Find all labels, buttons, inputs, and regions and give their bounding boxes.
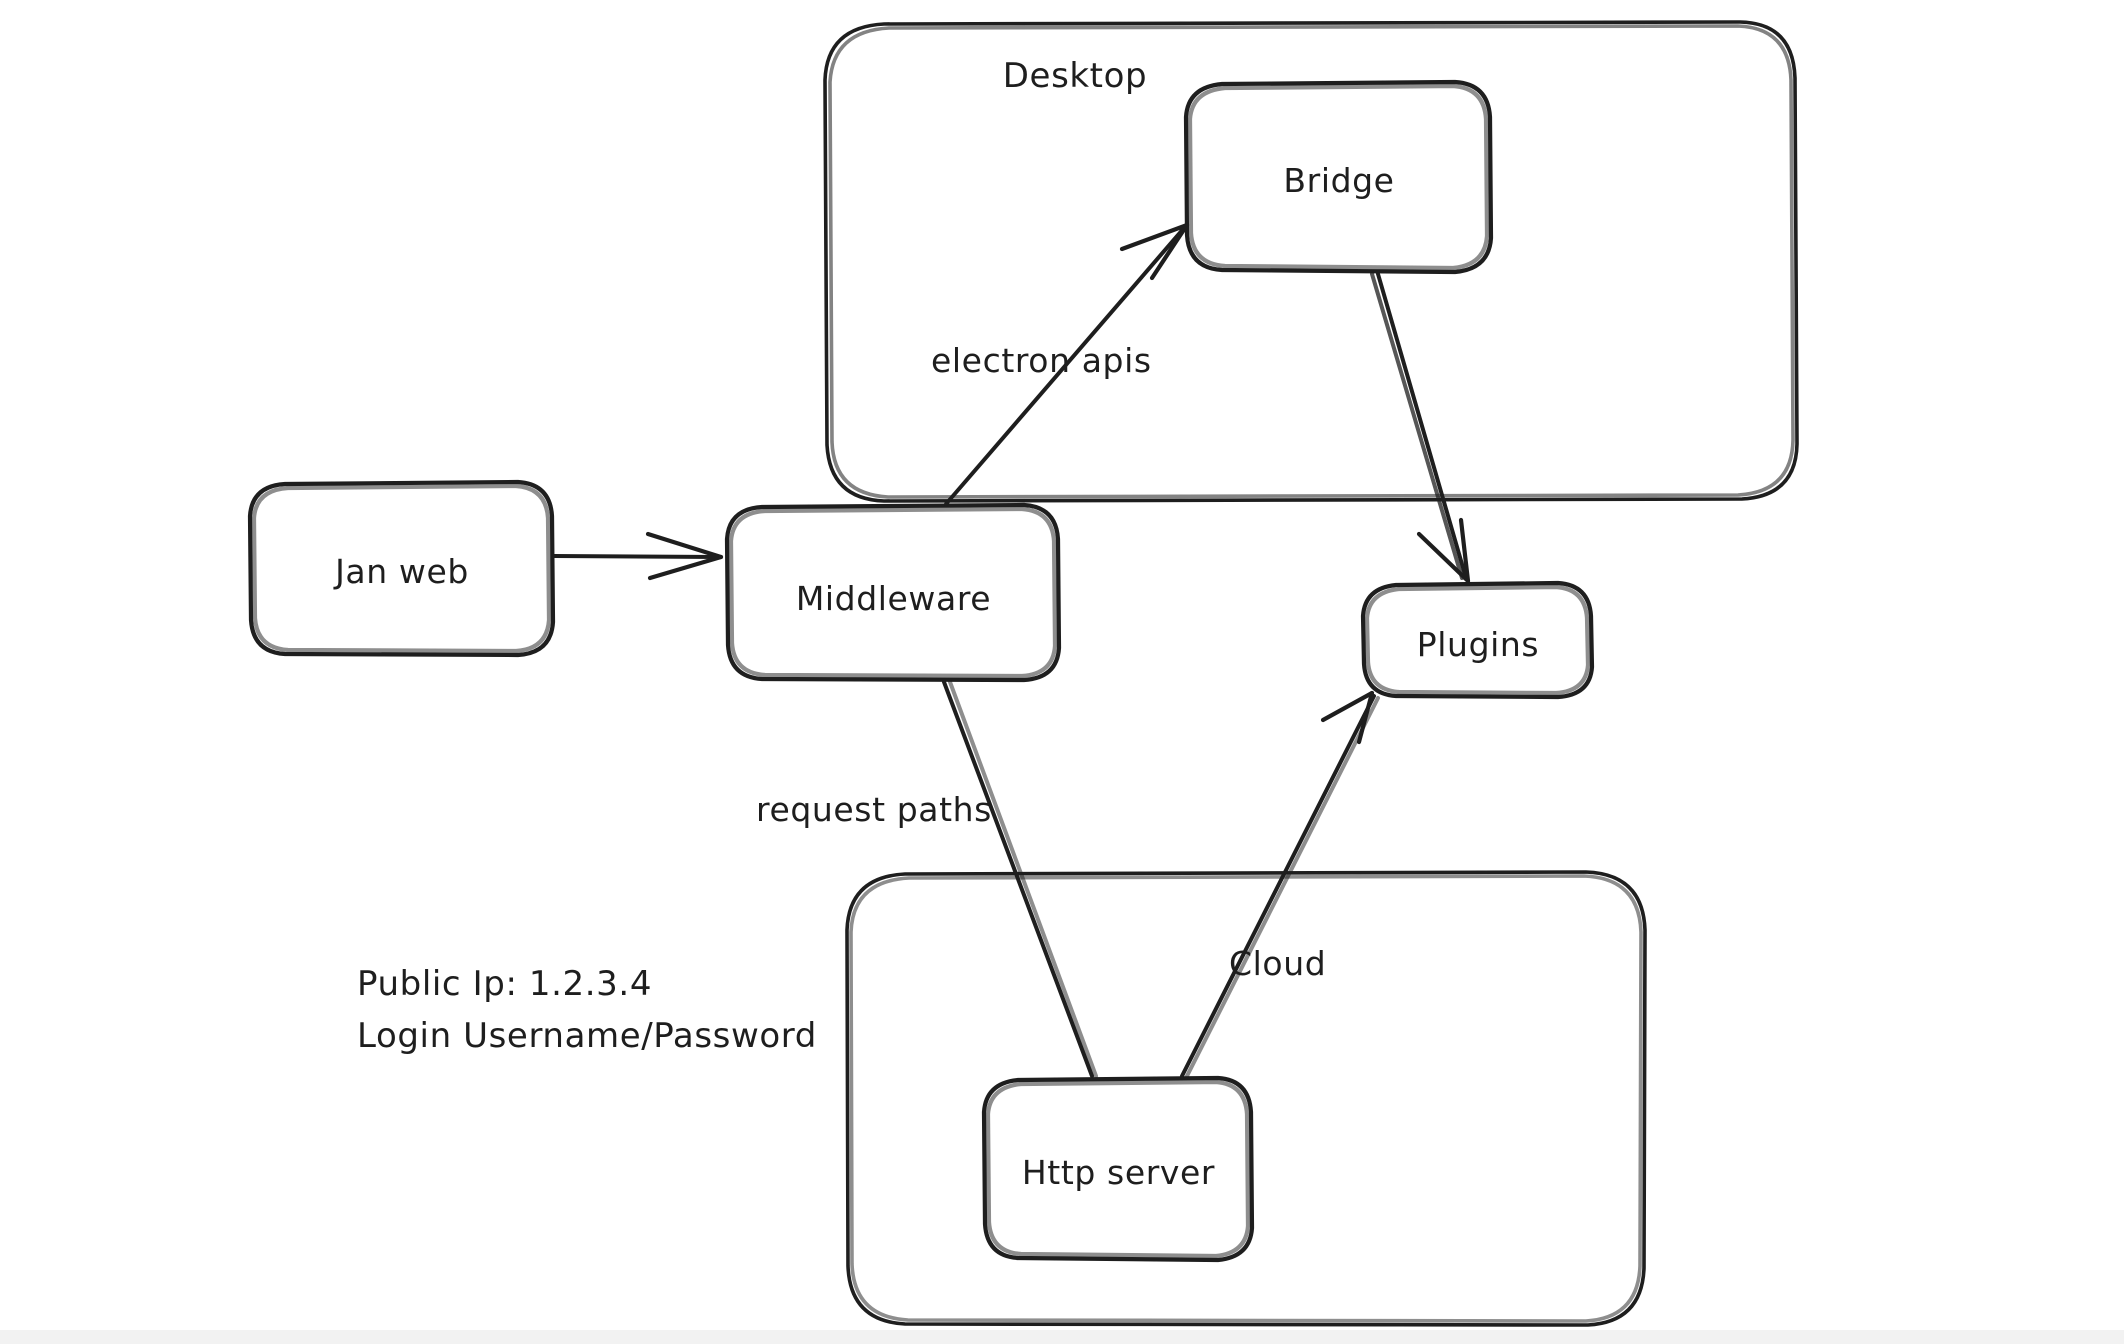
edge-bridge-to-plugins: [1370, 272, 1471, 584]
node-http-server-outline: [981, 1075, 1255, 1263]
node-label-middleware: Middleware: [795, 579, 992, 618]
edge-label-electron-apis: electron apis: [931, 341, 1152, 380]
node-label-http-server: Http server: [1021, 1153, 1216, 1192]
node-plugins-outline: [1360, 580, 1595, 700]
node-label-plugins: Plugins: [1416, 625, 1540, 664]
node-label-jan-web: Jan web: [335, 552, 469, 591]
edge-label-request-paths: request paths: [756, 790, 992, 829]
group-label-desktop: Desktop: [1002, 56, 1148, 96]
node-label-bridge: Bridge: [1283, 161, 1395, 200]
group-cloud-outline: [845, 870, 1647, 1327]
node-jan-web-outline: [247, 479, 556, 658]
canvas-bottom-strip: [0, 1330, 2124, 1344]
note-public-ip: Public Ip: 1.2.3.4: [357, 964, 653, 1004]
node-bridge-outline: [1183, 79, 1494, 275]
edge-middleware-to-http-server: [942, 680, 1098, 1078]
edge-http-server-to-plugins: [1180, 690, 1380, 1080]
edge-middleware-to-bridge: [944, 222, 1190, 506]
note-login-credentials: Login Username/Password: [357, 1016, 817, 1056]
edge-jan-web-to-middleware: [552, 531, 724, 581]
group-desktop-outline: [823, 20, 1799, 503]
node-middleware-outline: [724, 502, 1062, 683]
edge-label-cloud: Cloud: [1229, 944, 1327, 983]
